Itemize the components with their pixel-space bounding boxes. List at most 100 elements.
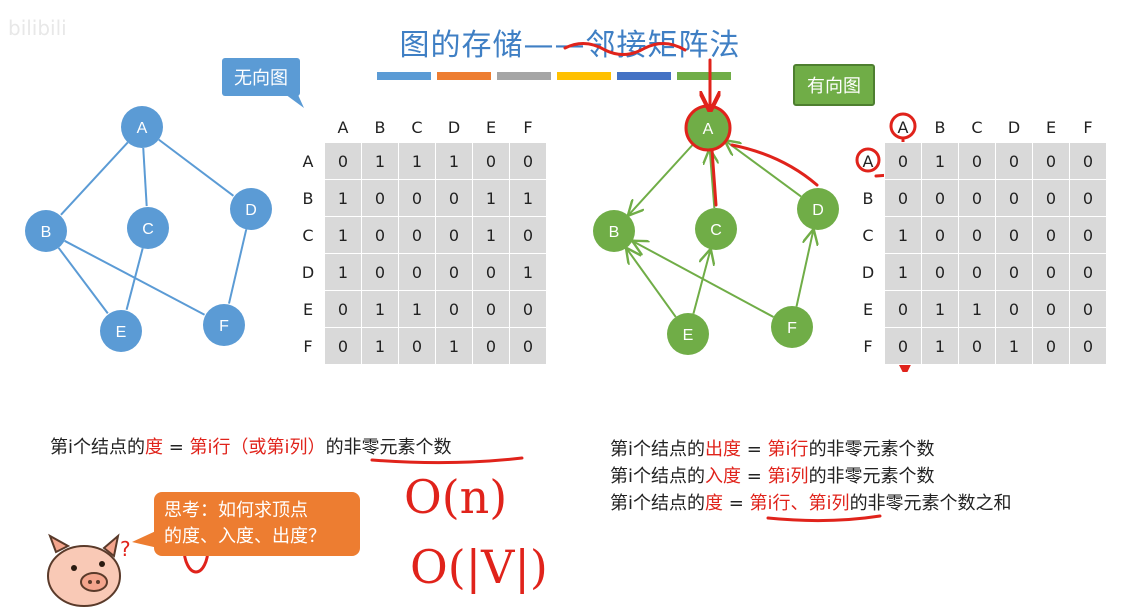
matrix-cell: 0 [361, 253, 399, 291]
arc-C-to-A-trace [710, 148, 718, 207]
matrix-cell: 0 [1069, 216, 1107, 254]
graph-node-label: F [219, 318, 229, 335]
matrix-cell: 0 [398, 327, 436, 365]
arc-f-d [795, 230, 814, 307]
matrix-cell: 0 [884, 179, 922, 217]
matrix-cell: 0 [361, 179, 399, 217]
think-question-box: 思考：如何求顶点 的度、入度、出度？ [154, 492, 360, 556]
formula-prefix: 第i个结点的 [610, 466, 706, 487]
matrix-cell: 1 [472, 216, 510, 254]
matrix-cell: 1 [361, 290, 399, 328]
matrix-col-header: F [523, 117, 533, 137]
formula-suffix: 的非零元素个数 [325, 437, 452, 458]
graph-node-label: B [609, 224, 620, 241]
matrix-cell: 1 [324, 253, 362, 291]
edge-d-f [228, 229, 248, 304]
callout-tail [274, 86, 304, 108]
matrix-cell: 1 [921, 290, 959, 328]
graph-node-a [121, 106, 163, 148]
matrix-cell: 0 [509, 216, 547, 254]
formula-prefix: 第i个结点的 [50, 437, 146, 458]
formula-term: 度 [705, 493, 724, 514]
arc-e-c [692, 250, 710, 314]
matrix-cell: 0 [921, 216, 959, 254]
graph-node-f [203, 304, 245, 346]
matrix-cell: 0 [1032, 253, 1070, 291]
title-underline-scribble [563, 42, 687, 56]
arc-d-a [726, 141, 802, 198]
formula-term: 入度 [705, 466, 742, 487]
mascot-question-mark: ? [120, 537, 131, 561]
graph-node-f [771, 306, 813, 348]
strip-segment [377, 72, 431, 80]
matrix-cell: 0 [472, 290, 510, 328]
matrix-col-header: A [897, 117, 909, 137]
matrix-cell: 0 [995, 179, 1033, 217]
formula-term: 度 [145, 437, 164, 458]
matrix-col-header: B [934, 117, 946, 137]
matrix-col-header: F [1083, 117, 1093, 137]
formula-suffix: 的非零元素个数之和 [849, 493, 1012, 514]
matrix-cell: 0 [1069, 327, 1107, 365]
formula-prefix: 第i个结点的 [610, 439, 706, 460]
matrix-col-header: E [485, 117, 497, 137]
matrix-cell: 0 [472, 327, 510, 365]
edge-b-e [57, 247, 109, 314]
bilibili-watermark: bilibili [8, 16, 67, 40]
formula-eq: = [163, 437, 190, 458]
formula-rows: 第i行、第i列 [749, 493, 850, 514]
handwritten-complexity-2: O(|V|) [410, 540, 548, 594]
matrix-row-header: D [861, 262, 875, 282]
graph-node-a [687, 107, 729, 149]
strip-segment [557, 72, 611, 80]
matrix-row-header: D [301, 262, 315, 282]
matrix-cell: 0 [995, 216, 1033, 254]
think-box-tail [132, 530, 158, 548]
matrix-cell: 0 [472, 253, 510, 291]
matrix-cell: 0 [509, 290, 547, 328]
graph-node-label: C [710, 222, 722, 239]
matrix-cell: 0 [958, 216, 996, 254]
matrix-cell: 1 [361, 327, 399, 365]
matrix-cell: 0 [435, 290, 473, 328]
matrix-cell: 0 [921, 179, 959, 217]
matrix-row-header: B [862, 188, 874, 208]
edge-a-b [60, 141, 129, 216]
total-degree-formula: 第i个结点的度 = 第i行、第i列的非零元素个数之和 [610, 490, 1012, 517]
matrix-cell: 0 [1069, 179, 1107, 217]
matrix-row-header: E [302, 299, 314, 319]
edge-a-c [142, 147, 148, 207]
formula-prefix: 第i个结点的 [610, 493, 706, 514]
matrix-cell: 0 [884, 142, 922, 180]
matrix-row-header: E [862, 299, 874, 319]
graph-node-label: E [683, 327, 694, 344]
matrix-cell: 0 [509, 327, 547, 365]
matrix-cell: 0 [509, 142, 547, 180]
matrix-cell: 0 [1032, 142, 1070, 180]
matrix-cell: 1 [472, 179, 510, 217]
matrix-col-header: B [374, 117, 386, 137]
matrix-row-header: A [862, 151, 874, 171]
graph-node-b [593, 210, 635, 252]
edge-a-d [158, 138, 235, 197]
matrix-col-header: D [447, 117, 461, 137]
matrix-cell: 1 [509, 179, 547, 217]
matrix-cell: 1 [324, 179, 362, 217]
matrix-cell: 0 [884, 327, 922, 365]
matrix-row-header: B [302, 188, 314, 208]
strip-segment [497, 72, 551, 80]
matrix-cell: 1 [921, 142, 959, 180]
matrix-cell: 0 [995, 253, 1033, 291]
undirected-degree-formula: 第i个结点的度 = 第i行（或第i列）的非零元素个数 [50, 434, 452, 461]
outdegree-formula: 第i个结点的出度 = 第i行的非零元素个数 [610, 436, 1012, 463]
graph-node-label: C [142, 221, 154, 238]
graph-node-c [127, 207, 169, 249]
matrix-cell: 1 [398, 142, 436, 180]
